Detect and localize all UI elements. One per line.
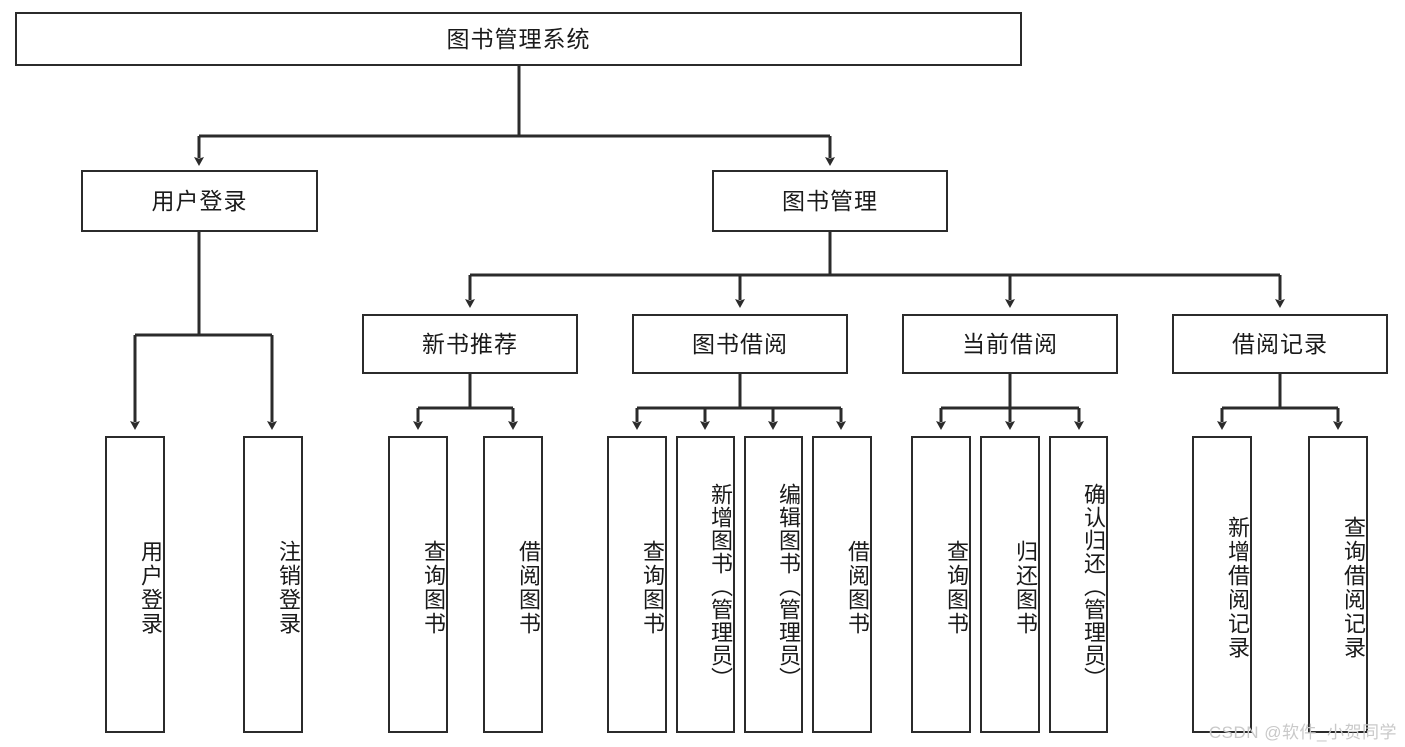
node-book-borrow-label: 图书借阅 — [692, 330, 788, 357]
leaf-borrow-book-recommendation-label: 借阅图书 — [516, 539, 541, 636]
node-new-book-recommendation[interactable]: 新书推荐 — [362, 314, 578, 374]
node-root-label: 图书管理系统 — [446, 25, 591, 52]
leaf-user-login[interactable]: 用户登录 — [105, 436, 165, 733]
node-current-borrow[interactable]: 当前借阅 — [902, 314, 1118, 374]
leaf-borrow-book-label: 借阅图书 — [845, 539, 870, 636]
leaf-query-borrow-record-label: 查询借阅记录 — [1341, 515, 1366, 660]
node-current-borrow-label: 当前借阅 — [962, 330, 1058, 357]
leaf-query-book-current[interactable]: 查询图书 — [911, 436, 971, 733]
node-book-management[interactable]: 图书管理 — [712, 170, 948, 232]
node-book-borrow[interactable]: 图书借阅 — [632, 314, 848, 374]
leaf-add-borrow-record-label: 新增借阅记录 — [1225, 515, 1250, 660]
node-user-login-label: 用户登录 — [151, 187, 248, 214]
node-new-book-recommendation-label: 新书推荐 — [422, 330, 518, 357]
node-user-login[interactable]: 用户登录 — [81, 170, 318, 232]
node-book-management-label: 图书管理 — [782, 187, 878, 214]
leaf-logout-label: 注销登录 — [276, 539, 301, 636]
leaf-query-book-recommendation-label: 查询图书 — [421, 539, 446, 636]
leaf-query-book[interactable]: 查询图书 — [607, 436, 667, 733]
leaf-logout[interactable]: 注销登录 — [243, 436, 303, 733]
leaf-add-book-admin-label: 新增图书（管理员） — [708, 483, 733, 690]
leaf-return-book[interactable]: 归还图书 — [980, 436, 1040, 733]
leaf-query-borrow-record[interactable]: 查询借阅记录 — [1308, 436, 1368, 733]
node-borrow-records-label: 借阅记录 — [1232, 330, 1328, 357]
leaf-add-book-admin[interactable]: 新增图书（管理员） — [676, 436, 735, 733]
leaf-edit-book-admin[interactable]: 编辑图书（管理员） — [744, 436, 803, 733]
leaf-edit-book-admin-label: 编辑图书（管理员） — [776, 483, 801, 690]
node-root[interactable]: 图书管理系统 — [15, 12, 1022, 66]
leaf-query-book-current-label: 查询图书 — [944, 539, 969, 636]
leaf-borrow-book[interactable]: 借阅图书 — [812, 436, 872, 733]
leaf-confirm-return-admin-label: 确认归还（管理员） — [1081, 483, 1106, 690]
node-borrow-records[interactable]: 借阅记录 — [1172, 314, 1388, 374]
leaf-query-book-recommendation[interactable]: 查询图书 — [388, 436, 448, 733]
leaf-confirm-return-admin[interactable]: 确认归还（管理员） — [1049, 436, 1108, 733]
leaf-add-borrow-record[interactable]: 新增借阅记录 — [1192, 436, 1252, 733]
leaf-user-login-label: 用户登录 — [138, 539, 163, 636]
leaf-query-book-label: 查询图书 — [640, 539, 665, 636]
leaf-borrow-book-recommendation[interactable]: 借阅图书 — [483, 436, 543, 733]
leaf-return-book-label: 归还图书 — [1013, 539, 1038, 636]
